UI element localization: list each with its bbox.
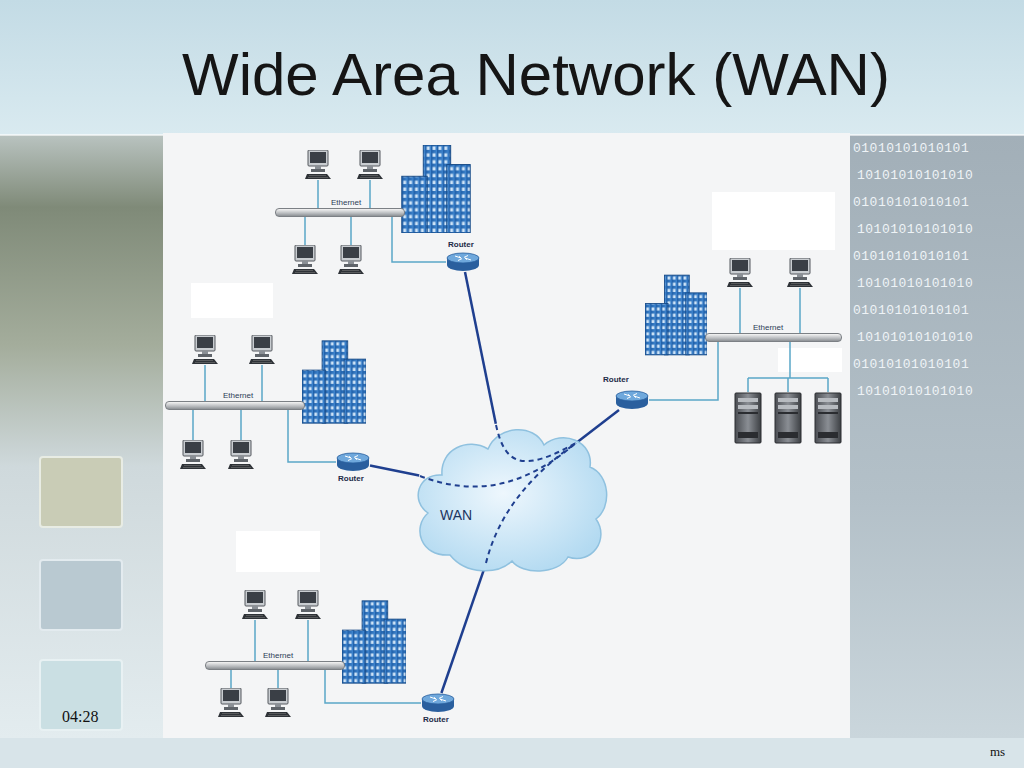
binary-watermark: 10101010101010 xyxy=(857,385,973,398)
binary-watermark: 01010101010101 xyxy=(853,304,969,317)
cloud-shape xyxy=(410,415,610,573)
binary-watermark: 01010101010101 xyxy=(853,142,969,155)
router-label: Router xyxy=(338,475,364,483)
slide-footer: ms xyxy=(990,745,1005,758)
router-node: Router xyxy=(615,390,649,410)
binary-watermark: 01010101010101 xyxy=(853,250,969,263)
bus-label: Ethernet xyxy=(263,652,293,660)
router-node: Router xyxy=(421,693,455,713)
router-label: Router xyxy=(603,376,629,384)
binary-watermark: 10101010101010 xyxy=(857,223,973,236)
lan-link xyxy=(392,217,446,262)
router-icon xyxy=(615,390,649,410)
lan-link xyxy=(325,670,421,703)
wan-link xyxy=(441,563,486,693)
bus-label: Ethernet xyxy=(223,392,253,400)
router-icon xyxy=(446,252,480,272)
slide-clock: 04:28 xyxy=(62,709,98,725)
wan-cloud: WAN xyxy=(410,415,610,573)
binary-watermark: 01010101010101 xyxy=(853,196,969,209)
binary-watermark: 10101010101010 xyxy=(857,331,973,344)
router-node: Router xyxy=(336,452,370,472)
binary-watermark: 10101010101010 xyxy=(857,169,973,182)
router-node: Router xyxy=(446,252,480,272)
cloud-label: WAN xyxy=(440,508,472,522)
router-icon xyxy=(336,452,370,472)
ethernet-bus: Ethernet xyxy=(705,333,842,342)
ethernet-bus: Ethernet xyxy=(205,661,345,670)
bus-label: Ethernet xyxy=(753,324,783,332)
lan-link xyxy=(649,342,718,400)
lan-link xyxy=(288,410,336,462)
wan-link xyxy=(576,410,619,443)
ethernet-bus: Ethernet xyxy=(165,401,305,410)
bus-label: Ethernet xyxy=(331,199,361,207)
ethernet-bus: Ethernet xyxy=(275,208,405,217)
slide-title: Wide Area Network (WAN) xyxy=(182,45,890,105)
binary-watermark: 01010101010101 xyxy=(853,358,969,371)
binary-watermark: 10101010101010 xyxy=(857,277,973,290)
wan-link xyxy=(465,272,496,424)
router-label: Router xyxy=(448,241,474,249)
router-icon xyxy=(421,693,455,713)
router-label: Router xyxy=(423,716,449,724)
wan-link xyxy=(370,466,419,476)
